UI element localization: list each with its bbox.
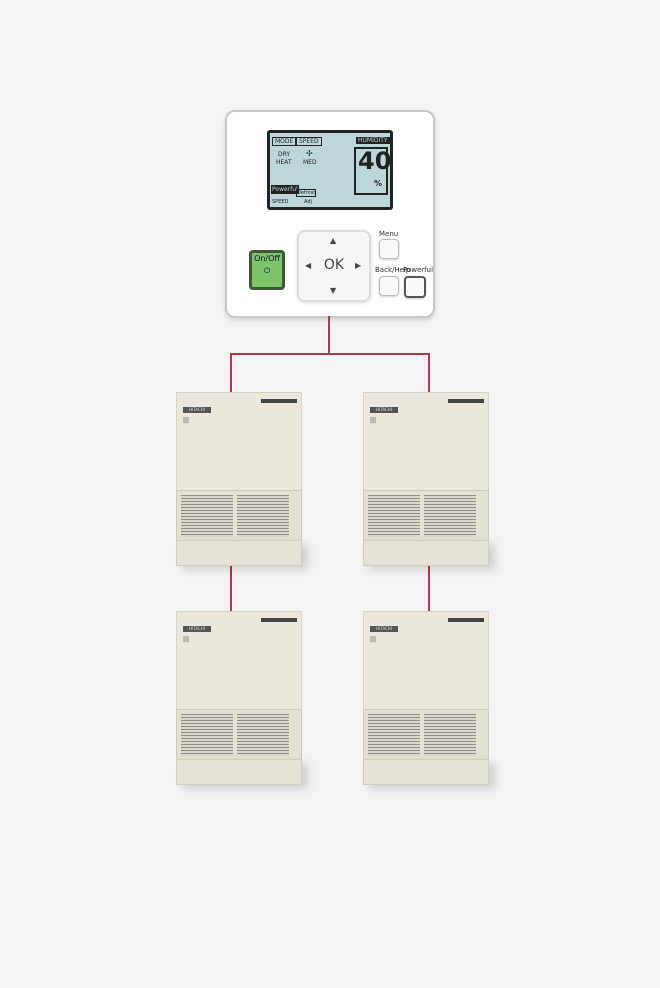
brand-logo: HITACHI <box>183 626 211 632</box>
mode-value: DRY <box>278 151 291 158</box>
speed-label: SPEED <box>296 137 322 146</box>
indoor-unit: HITACHI ||| <box>363 611 489 785</box>
arrow-down-icon[interactable]: ▼ <box>330 286 337 295</box>
humidity-label: HUMIDITY <box>356 137 390 144</box>
footer-right: Adj <box>304 199 312 205</box>
direction-pad[interactable]: ▲ ▼ ◀ ▶ OK <box>297 230 371 302</box>
menu-button[interactable] <box>379 239 399 259</box>
indicator-icon: ||| <box>183 417 190 424</box>
brand-logo: HITACHI <box>183 407 211 413</box>
arrow-left-icon[interactable]: ◀ <box>305 261 312 270</box>
indoor-unit: HITACHI ||| <box>176 611 302 785</box>
indoor-unit: HITACHI ||| <box>176 392 302 566</box>
defrost-indicator: Defrost <box>296 189 317 197</box>
brand-logo: HITACHI <box>370 407 398 413</box>
air-grille <box>237 714 289 756</box>
air-grille <box>424 714 476 756</box>
humidity-unit: % <box>374 179 383 188</box>
indicator-icon: ||| <box>370 636 377 643</box>
back-help-button[interactable] <box>379 276 399 296</box>
wire <box>428 566 430 612</box>
wire <box>328 316 330 355</box>
power-icon: ⏻ <box>263 266 271 275</box>
unit-base <box>176 759 302 785</box>
remote-controller: MODE SPEED HUMIDITY DRY HEAT ✢ MED 40 % … <box>225 110 435 318</box>
indoor-unit: HITACHI ||| <box>363 392 489 566</box>
indicator-icon: ||| <box>183 636 190 643</box>
powerful-label: Powerful <box>403 266 434 274</box>
arrow-right-icon[interactable]: ▶ <box>355 261 362 270</box>
footer-left: SPEED <box>272 199 289 205</box>
display-strip <box>448 399 484 403</box>
display-strip <box>261 618 297 622</box>
air-grille <box>424 495 476 537</box>
air-grille <box>237 495 289 537</box>
wire <box>428 353 430 393</box>
display-strip <box>448 618 484 622</box>
wire <box>230 353 232 393</box>
indicator-icon: ||| <box>370 417 377 424</box>
on-off-label: On/Off <box>254 254 280 263</box>
arrow-up-icon[interactable]: ▲ <box>330 236 337 245</box>
air-grille <box>181 714 233 756</box>
wire <box>230 353 430 355</box>
wire <box>230 566 232 612</box>
unit-base <box>176 540 302 566</box>
menu-label: Menu <box>379 230 399 238</box>
mode-value: HEAT <box>276 159 292 166</box>
unit-base <box>363 759 489 785</box>
air-grille <box>368 714 420 756</box>
unit-base <box>363 540 489 566</box>
air-grille <box>181 495 233 537</box>
humidity-value: 40 <box>358 147 392 175</box>
brand-logo: HITACHI <box>370 626 398 632</box>
ok-button[interactable]: OK <box>323 257 345 273</box>
powerful-button[interactable] <box>404 276 426 298</box>
on-off-button[interactable]: On/Off ⏻ <box>249 250 285 290</box>
back-help-label: Back/Help <box>375 266 411 274</box>
lcd-screen: MODE SPEED HUMIDITY DRY HEAT ✢ MED 40 % … <box>267 130 393 210</box>
display-strip <box>261 399 297 403</box>
fan-icon: ✢ <box>306 149 313 158</box>
mode-label: MODE <box>272 137 297 146</box>
speed-value: MED <box>303 159 317 166</box>
powerful-indicator: Powerful <box>271 185 299 194</box>
air-grille <box>368 495 420 537</box>
